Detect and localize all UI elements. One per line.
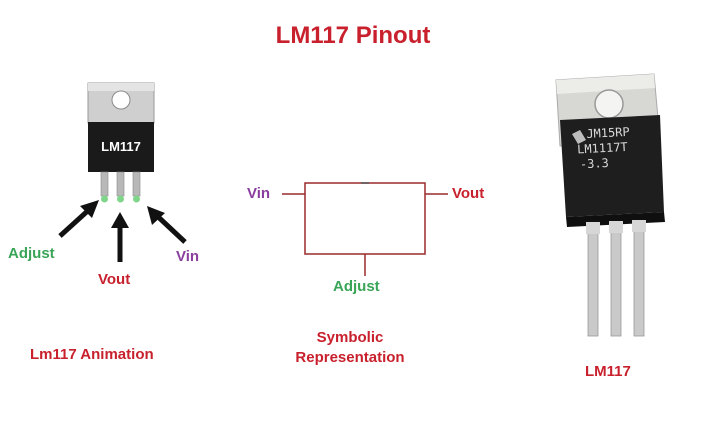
photo-hole-icon <box>594 89 624 119</box>
pin-vout <box>116 171 125 197</box>
photo-leg-3 <box>633 223 645 337</box>
photo-caption: LM117 <box>585 363 631 380</box>
symbol-vin-label: Vin <box>247 185 271 202</box>
label-vout: Vout <box>98 271 131 288</box>
symbol-caption: Symbolic Representation <box>280 328 420 368</box>
page-title: LM117 Pinout <box>275 22 431 49</box>
pin-adjust <box>100 171 109 197</box>
animation-caption: Lm117 Animation <box>30 346 154 363</box>
symbol-adjust-label: Adjust <box>333 278 380 295</box>
label-adjust: Adjust <box>8 245 55 262</box>
manufacturer-logo-icon <box>572 130 586 144</box>
regulator-box <box>304 182 426 255</box>
chip-body <box>88 122 154 172</box>
photo-leg-1 <box>587 225 599 337</box>
symbol-vout-label: Vout <box>452 185 485 202</box>
symbol-caption-line2: Representation <box>295 349 405 366</box>
marking-line2: LM1117T <box>576 139 629 157</box>
label-vin: Vin <box>176 248 200 265</box>
photo-leg-2 <box>610 224 622 337</box>
marking-line3: -3.3 <box>579 155 610 172</box>
photo-chip <box>555 73 665 337</box>
animation-chip <box>87 82 155 203</box>
symbol-caption-line1: Symbolic <box>316 329 384 346</box>
pin-arrows <box>58 200 187 262</box>
symbol-drawing <box>282 182 448 276</box>
chip-label: LM117 <box>101 139 141 154</box>
photo-marking: JM15RP LM1117T -3.3 <box>577 125 632 172</box>
pin-vin <box>132 171 141 197</box>
mounting-hole-icon <box>111 90 131 110</box>
